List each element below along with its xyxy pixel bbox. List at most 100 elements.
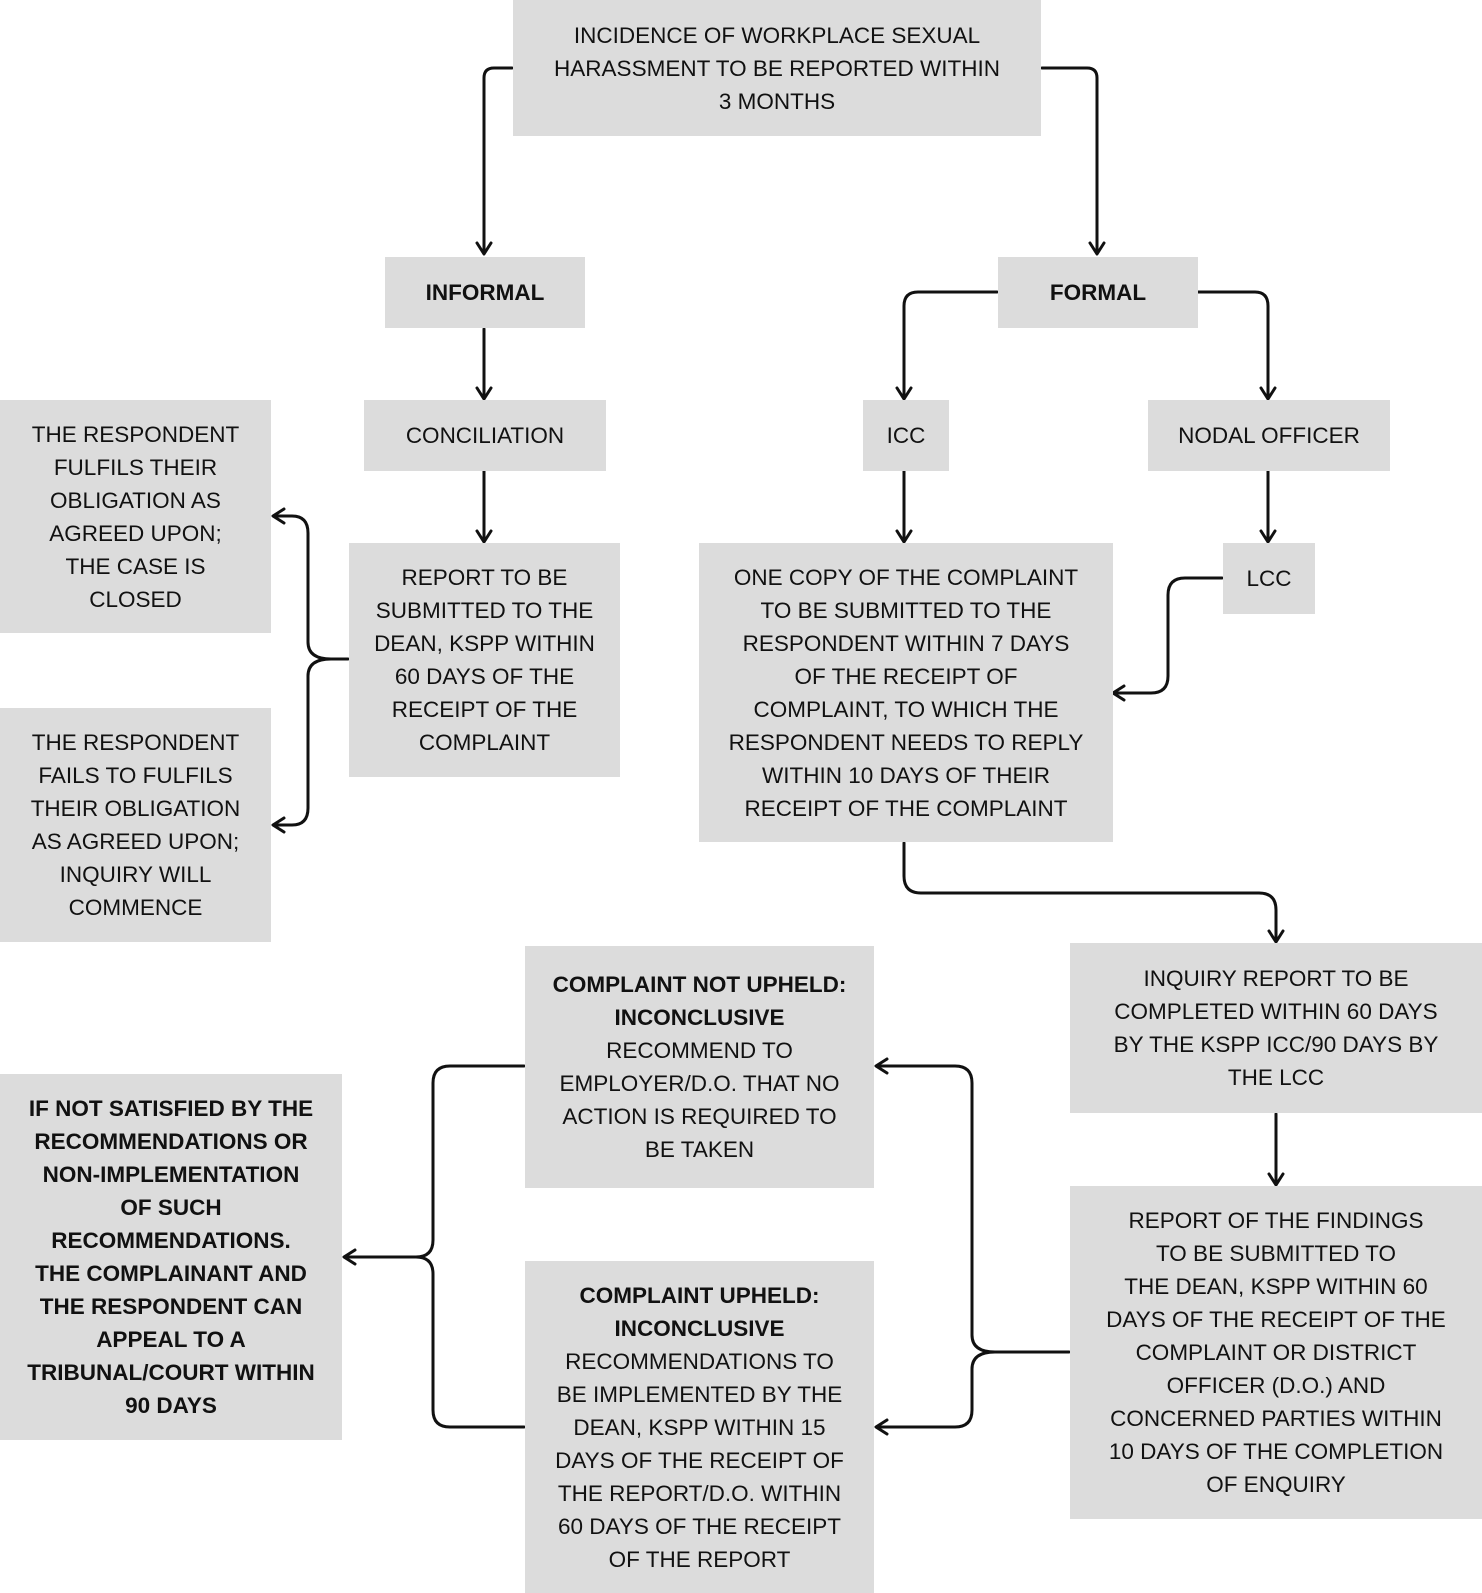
text-line: FAILS TO FULFILS xyxy=(38,763,233,788)
text-line: INCONCLUSIVE xyxy=(614,1315,785,1341)
arrowhead xyxy=(874,1418,889,1436)
text-line: THE RESPONDENT xyxy=(31,421,240,447)
text-line: COMPLETED WITHIN 60 DAYS xyxy=(1114,999,1438,1024)
text-line: BE IMPLEMENTED BY THE xyxy=(556,1381,843,1407)
arrowhead xyxy=(874,1057,889,1075)
text-line: DAYS OF THE RECEIPT OF THE xyxy=(1106,1307,1446,1332)
text-line: FULFILS THEIR xyxy=(53,454,218,480)
text-line: APPEAL TO A xyxy=(96,1327,246,1352)
text-line: CONCILIATION xyxy=(405,423,565,448)
connector-report-to-informal xyxy=(482,66,514,252)
arrowhead xyxy=(475,241,493,256)
connector-branch xyxy=(876,1350,997,1429)
connector-branch xyxy=(273,657,333,827)
text-line: INCIDENCE OF WORKPLACE SEXUAL xyxy=(573,22,981,48)
complaint-upheld-box: COMPLAINT UPHELD: INCONCLUSIVE RECOMMEND… xyxy=(525,1261,874,1593)
connector-branch xyxy=(414,1255,526,1429)
text-line: ACTION IS REQUIRED TO xyxy=(562,1104,837,1129)
text-line: INCONCLUSIVE xyxy=(614,1005,785,1030)
text-line: AS AGREED UPON; xyxy=(31,829,240,854)
incident-report-box: INCIDENCE OF WORKPLACE SEXUAL HARASSMENT… xyxy=(513,0,1041,136)
findings-report-box: REPORT OF THE FINDINGS TO BE SUBMITTED T… xyxy=(1070,1186,1482,1519)
connector-outcomes-to-appeal xyxy=(344,1064,526,1259)
text-line: RESPONDENT NEEDS TO REPLY xyxy=(728,729,1084,755)
text-line: OF ENQUIRY xyxy=(1206,1472,1346,1497)
text-line: RECOMMENDATIONS. xyxy=(51,1228,291,1253)
complaint-not-upheld-box: COMPLAINT NOT UPHELD: INCONCLUSIVE RECOM… xyxy=(525,946,874,1188)
text-line: RECEIPT OF THE xyxy=(391,697,578,722)
text-line: COMPLAINT, TO WHICH THE xyxy=(753,696,1059,722)
text-line: DEAN, KSPP WITHIN xyxy=(374,631,595,656)
nodal-officer-box: NODAL OFFICER xyxy=(1148,400,1390,471)
text-line: INFORMAL xyxy=(425,280,545,305)
arrowhead xyxy=(1267,929,1285,944)
text-line: COMPLAINT UPHELD: xyxy=(579,1282,820,1308)
icc-box: ICC xyxy=(863,400,949,471)
complaint-copy-box: ONE COPY OF THE COMPLAINT TO BE SUBMITTE… xyxy=(699,543,1113,842)
arrowhead xyxy=(271,816,286,834)
formal-box: FORMAL xyxy=(998,257,1198,328)
text-line: 3 MONTHS xyxy=(718,88,836,114)
text-line: ICC xyxy=(886,423,926,448)
text-line: BE TAKEN xyxy=(644,1137,755,1162)
arrowhead xyxy=(895,386,913,401)
arrowhead xyxy=(475,386,493,401)
text-line: COMPLAINT OR DISTRICT xyxy=(1135,1340,1417,1365)
text-line: BY THE KSPP ICC/90 DAYS BY xyxy=(1113,1032,1439,1057)
text-line: ONE COPY OF THE COMPLAINT xyxy=(733,564,1079,590)
text-line: RECOMMENDATIONS OR xyxy=(34,1129,308,1154)
text-line: TO BE SUBMITTED TO xyxy=(1155,1241,1397,1266)
informal-box: INFORMAL xyxy=(385,257,585,328)
text-line: THE RESPONDENT xyxy=(31,730,240,755)
text-line: COMPLAINT NOT UPHELD: xyxy=(552,972,847,997)
appeal-box: IF NOT SATISFIED BY THE RECOMMENDATIONS … xyxy=(0,1074,342,1440)
text-line: REPORT TO BE xyxy=(401,565,568,590)
text-line: RECOMMENDATIONS TO xyxy=(565,1348,834,1374)
text-line: TRIBUNAL/COURT WITHIN xyxy=(27,1360,315,1385)
text-line: NODAL OFFICER xyxy=(1178,423,1360,448)
respondent-fulfils-box: THE RESPONDENT FULFILS THEIR OBLIGATION … xyxy=(0,400,271,633)
arrowhead xyxy=(895,529,913,544)
arrowhead xyxy=(1088,241,1106,256)
text-line: DAYS OF THE RECEIPT OF xyxy=(555,1447,844,1473)
text-line: THEIR OBLIGATION xyxy=(30,796,241,821)
text-line: COMMENCE xyxy=(68,895,203,920)
text-line: OFFICER (D.O.) AND xyxy=(1166,1373,1386,1398)
text-line: WITHIN 10 DAYS OF THEIR xyxy=(762,762,1050,788)
connector-lcc-to-copy xyxy=(1113,576,1224,695)
text-line: 90 DAYS xyxy=(125,1393,217,1418)
text-line: FORMAL xyxy=(1049,280,1147,305)
text-line: OF SUCH xyxy=(120,1195,222,1220)
arrowhead xyxy=(1259,386,1277,401)
text-line: THE LCC xyxy=(1227,1065,1325,1090)
text-line: CONCERNED PARTIES WITHIN xyxy=(1110,1406,1442,1431)
text-line: THE COMPLAINANT AND xyxy=(35,1261,307,1286)
conciliation-report-box: REPORT TO BE SUBMITTED TO THE DEAN, KSPP… xyxy=(349,543,620,777)
arrowhead xyxy=(1111,684,1126,702)
text-line: AGREED UPON; xyxy=(49,520,222,546)
connector-copy-to-inquiry xyxy=(902,841,1278,940)
connector-report-to-outcomes xyxy=(273,514,350,661)
text-line: THE RESPONDENT CAN xyxy=(39,1294,303,1319)
text-line: RESPONDENT WITHIN 7 DAYS xyxy=(742,630,1070,656)
arrowhead xyxy=(342,1248,357,1266)
text-line: DEAN, KSPP WITHIN 15 xyxy=(573,1414,826,1440)
text-line: RECOMMEND TO xyxy=(606,1038,793,1063)
text-line: SUBMITTED TO THE xyxy=(375,598,594,623)
text-line: THE REPORT/D.O. WITHIN xyxy=(557,1480,842,1506)
text-line: INQUIRY REPORT TO BE xyxy=(1143,966,1409,991)
text-line: OF THE REPORT xyxy=(608,1546,791,1572)
text-line: THE DEAN, KSPP WITHIN 60 xyxy=(1124,1274,1428,1299)
text-line: COMPLAINT xyxy=(418,730,551,755)
connector-report-to-formal xyxy=(1040,66,1099,252)
connector-formal-to-nodal xyxy=(1195,290,1270,397)
text-line: 60 DAYS OF THE xyxy=(394,664,575,689)
text-line: HARASSMENT TO BE REPORTED WITHIN xyxy=(554,55,1000,81)
conciliation-box: CONCILIATION xyxy=(364,400,606,471)
text-line: CLOSED xyxy=(89,586,182,612)
text-line: 60 DAYS OF THE RECEIPT xyxy=(558,1513,841,1539)
respondent-fails-box: THE RESPONDENT FAILS TO FULFILS THEIR OB… xyxy=(0,708,271,942)
text-line: LCC xyxy=(1246,566,1292,591)
